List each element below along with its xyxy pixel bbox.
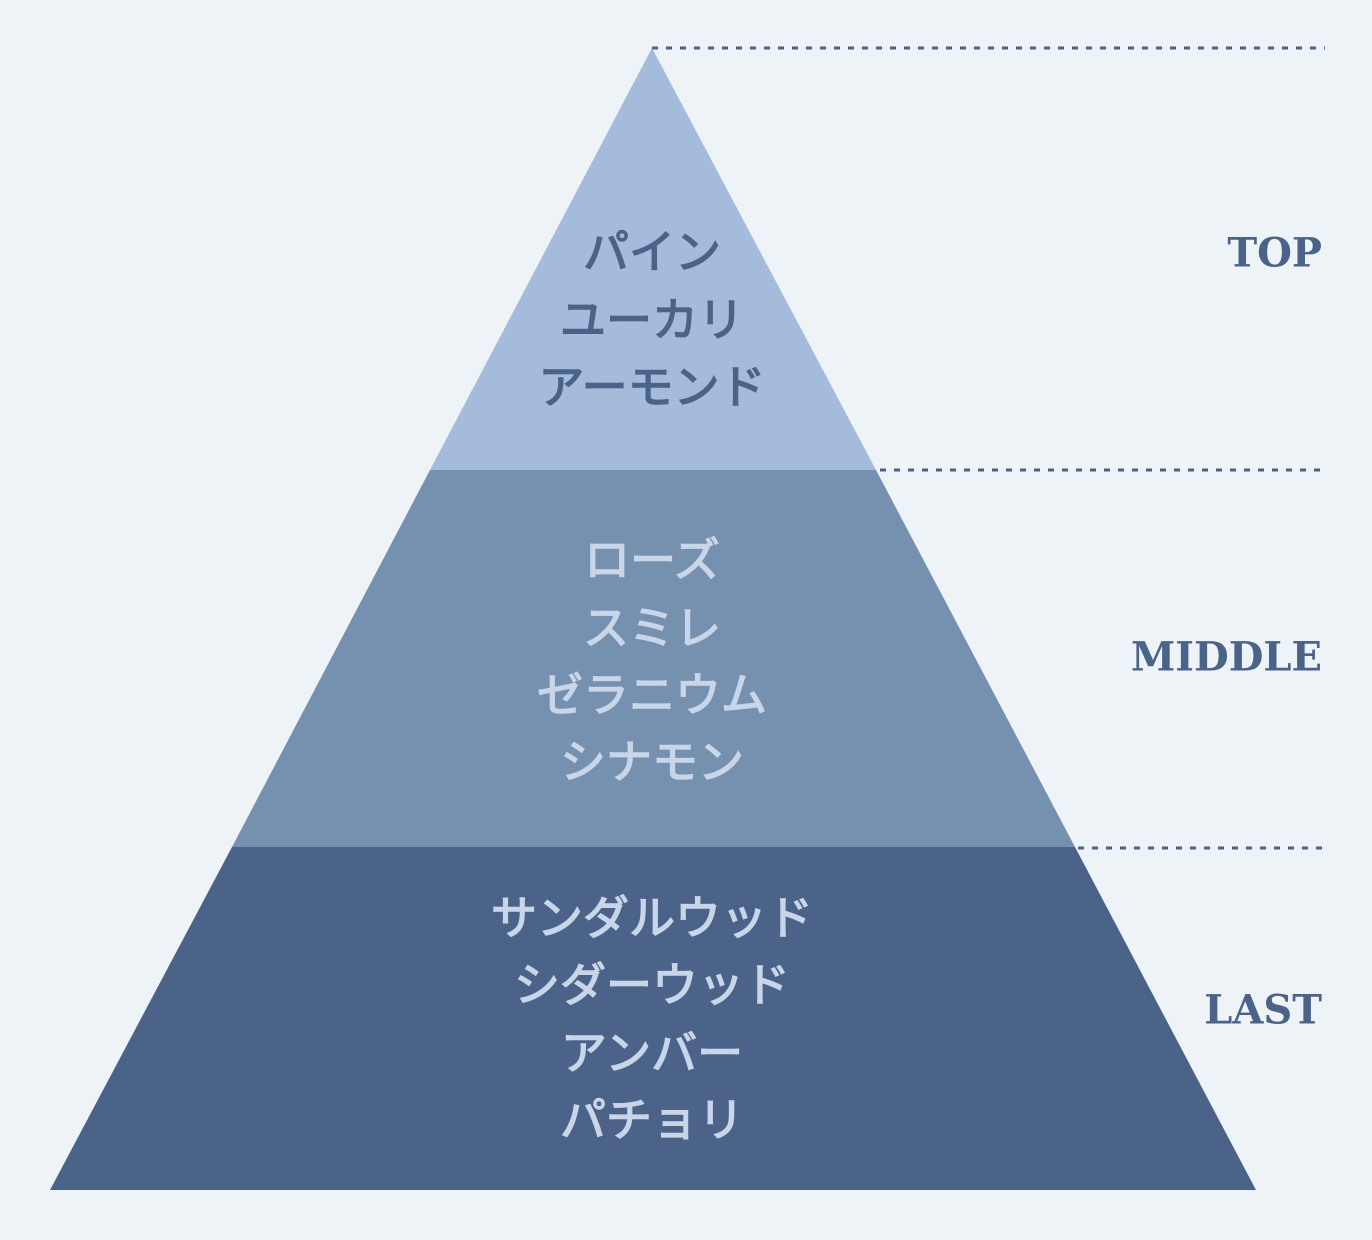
tier-middle — [232, 470, 1075, 847]
note-last-4: パチョリ — [560, 1093, 744, 1147]
label-top: TOP — [1227, 230, 1322, 277]
tier-last — [50, 847, 1256, 1190]
note-last-3: アンバー — [561, 1026, 743, 1080]
note-last-1: サンダルウッド — [491, 891, 813, 945]
note-middle-4: シナモン — [560, 735, 744, 789]
label-last: LAST — [1204, 987, 1322, 1034]
note-middle-2: スミレ — [583, 601, 721, 655]
note-middle-3: ゼラニウム — [537, 668, 767, 722]
note-last-2: シダーウッド — [514, 958, 790, 1012]
note-top-1: パイン — [583, 225, 721, 279]
note-top-2: ユーカリ — [560, 293, 744, 347]
tier-top — [430, 48, 876, 470]
note-middle-1: ローズ — [584, 533, 720, 587]
note-top-3: アーモンド — [538, 360, 765, 414]
label-middle: MIDDLE — [1131, 634, 1322, 681]
